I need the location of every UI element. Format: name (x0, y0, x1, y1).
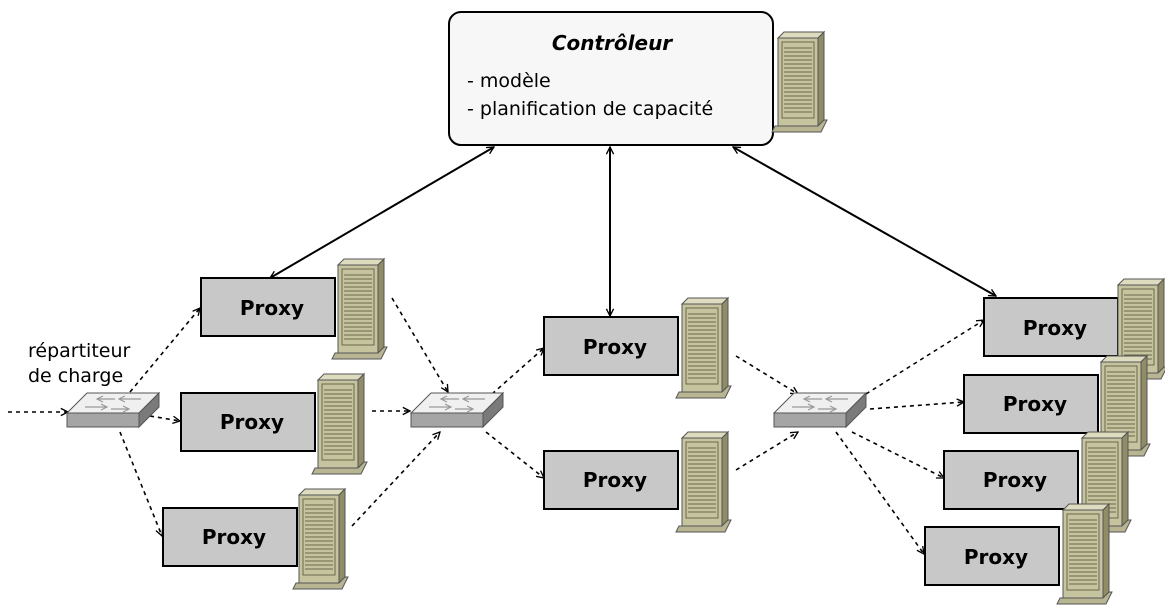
proxy-node: Proxy (543, 431, 732, 533)
proxy-label: Proxy (240, 296, 304, 320)
network-switch-icon (773, 392, 867, 428)
proxy-label: Proxy (983, 468, 1047, 492)
load-balancer-label-line2: de charge (28, 365, 123, 387)
network-switch-icon (410, 392, 504, 428)
traffic-lb-p1 (129, 308, 200, 393)
controller-title: Contrôleur (552, 31, 673, 55)
server-tower-icon (675, 297, 732, 399)
traffic-sw3-p7 (869, 402, 964, 410)
controller: Contrôleur - modèle - planification de c… (448, 11, 774, 146)
proxy-node: Proxy (924, 503, 1113, 605)
traffic-sw3-p8 (851, 431, 944, 479)
proxy-label: Proxy (583, 468, 647, 492)
proxy-label: Proxy (220, 410, 284, 434)
control-link-left (270, 146, 494, 279)
proxy-node: Proxy (963, 355, 1151, 457)
controller-item-model: - modèle (467, 70, 551, 92)
control-links (270, 147, 996, 316)
control-link-right (733, 146, 996, 297)
traffic-p1-sw2 (391, 297, 448, 392)
traffic-links (8, 297, 984, 554)
proxy-node: Proxy (983, 278, 1165, 380)
server-tower-icon (331, 258, 388, 360)
server-tower-icon (771, 31, 828, 133)
traffic-sw3-p9 (835, 431, 924, 554)
proxy-label: Proxy (964, 545, 1028, 569)
traffic-lb-p3 (119, 431, 162, 536)
server-tower-icon (1056, 503, 1113, 605)
proxy-node: Proxy (543, 297, 732, 399)
network-switch-icon (66, 392, 160, 428)
traffic-sw2-p5 (485, 431, 544, 478)
server-tower-icon (292, 488, 349, 590)
proxy-label: Proxy (1003, 392, 1067, 416)
load-balancer-label-line1: répartiteur (28, 340, 131, 362)
server-tower-icon (675, 431, 732, 533)
proxy-node: Proxy (180, 373, 368, 475)
traffic-sw2-p4 (491, 348, 544, 395)
proxy-label: Proxy (1023, 316, 1087, 340)
proxy-label: Proxy (202, 525, 266, 549)
controller-item-capacity: - planification de capacité (467, 98, 713, 120)
proxy-node: Proxy (200, 258, 388, 360)
traffic-p3-sw2 (351, 432, 440, 527)
proxy-label: Proxy (583, 335, 647, 359)
proxy-node: Proxy (943, 431, 1132, 533)
traffic-lb-p2 (149, 415, 180, 421)
proxy-node: Proxy (162, 488, 349, 590)
server-tower-icon (311, 373, 368, 475)
traffic-p4-sw3 (735, 355, 798, 394)
controller-box (448, 11, 774, 146)
traffic-p5-sw3 (735, 432, 798, 471)
